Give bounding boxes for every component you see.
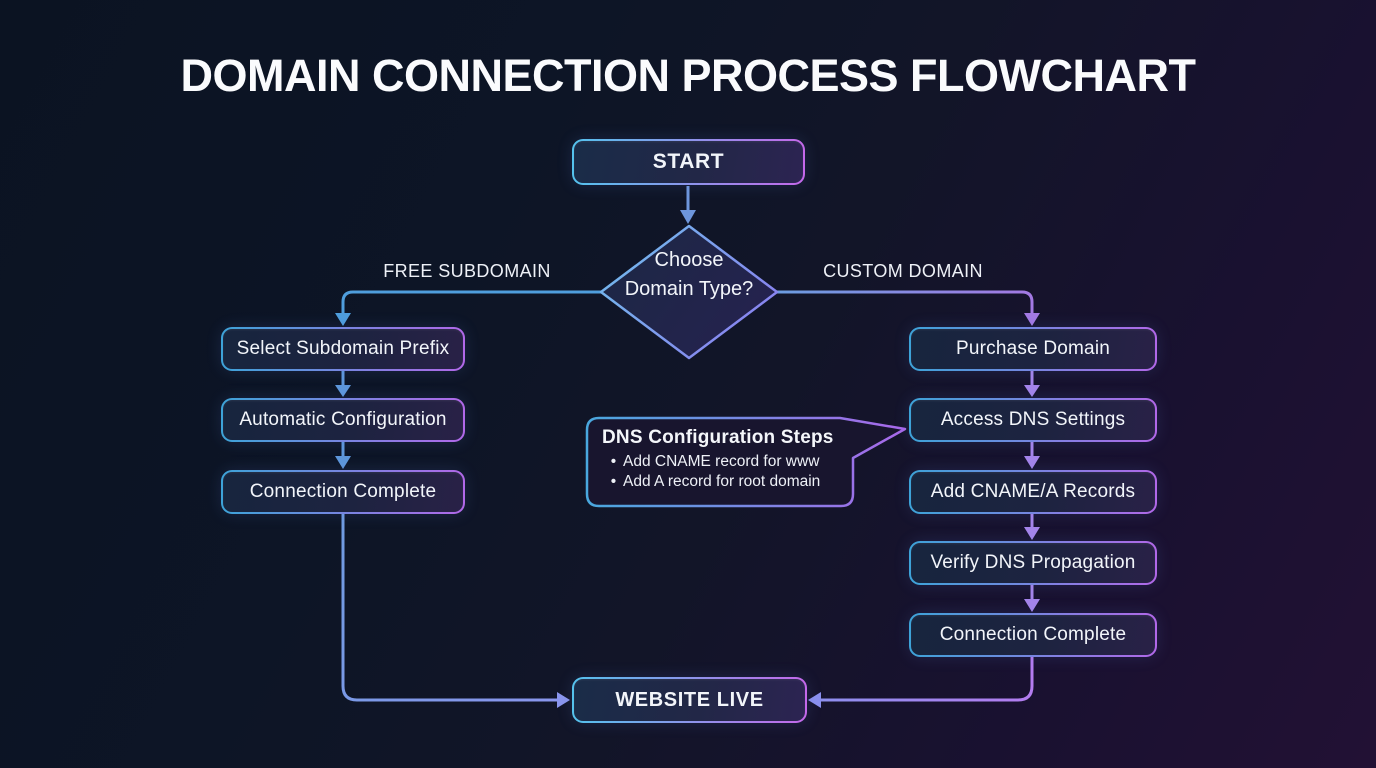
node-access-dns-settings-label: Access DNS Settings — [911, 400, 1155, 440]
node-select-subdomain-prefix: Select Subdomain Prefix — [221, 327, 465, 371]
arrow-start-to-decision — [680, 186, 696, 224]
node-purchase-domain-label: Purchase Domain — [911, 329, 1155, 369]
callout-bullet-text: Add A record for root domain — [623, 473, 821, 490]
arrow-custom-complete-to-website-live — [808, 657, 1034, 708]
callout-bullet-list: • Add CNAME record for www • Add A recor… — [604, 452, 821, 492]
branch-label-free-subdomain: FREE SUBDOMAIN — [383, 261, 551, 281]
callout-bullet-item: • Add CNAME record for www — [604, 452, 820, 472]
node-connection-complete-free-label: Connection Complete — [223, 472, 463, 512]
node-start-label: START — [574, 141, 803, 183]
node-connection-complete-custom-label: Connection Complete — [911, 615, 1155, 655]
arrow-select-to-autoconfig — [335, 371, 351, 397]
decision-diamond-shape — [599, 224, 779, 360]
page-title: DOMAIN CONNECTION PROCESS FLOWCHART — [180, 50, 1196, 101]
arrow-purchase-to-accessdns — [1024, 371, 1040, 397]
callout-bubble-shape — [585, 416, 907, 508]
arrow-autoconfig-to-complete — [335, 442, 351, 469]
node-automatic-configuration: Automatic Configuration — [221, 398, 465, 442]
node-connection-complete-free: Connection Complete — [221, 470, 465, 514]
node-website-live-label: WEBSITE LIVE — [574, 679, 805, 721]
node-decision-label: Choose Domain Type? — [624, 249, 754, 300]
branch-label-custom-domain: CUSTOM DOMAIN — [823, 261, 983, 281]
node-website-live: WEBSITE LIVE — [572, 677, 807, 723]
arrow-free-complete-to-website-live — [341, 514, 570, 708]
node-automatic-configuration-label: Automatic Configuration — [223, 400, 463, 440]
bullet-icon: • — [610, 473, 617, 490]
node-verify-dns-propagation: Verify DNS Propagation — [909, 541, 1157, 585]
node-connection-complete-custom: Connection Complete — [909, 613, 1157, 657]
arrow-accessdns-to-records — [1024, 442, 1040, 469]
bullet-icon: • — [610, 453, 617, 470]
node-start: START — [572, 139, 805, 185]
callout-bullet-text: Add CNAME record for www — [623, 453, 820, 470]
arrow-decision-to-custom-branch — [777, 290, 1040, 326]
callout-bullet-item: • Add A record for root domain — [604, 472, 821, 492]
node-select-subdomain-prefix-label: Select Subdomain Prefix — [223, 329, 463, 369]
callout-title: DNS Configuration Steps — [602, 427, 834, 448]
node-purchase-domain: Purchase Domain — [909, 327, 1157, 371]
arrow-verify-to-complete — [1024, 585, 1040, 612]
node-add-cname-a-records-label: Add CNAME/A Records — [911, 472, 1155, 512]
node-access-dns-settings: Access DNS Settings — [909, 398, 1157, 442]
node-verify-dns-propagation-label: Verify DNS Propagation — [911, 543, 1155, 583]
arrow-records-to-verify — [1024, 514, 1040, 540]
node-add-cname-a-records: Add CNAME/A Records — [909, 470, 1157, 514]
arrow-decision-to-free-branch — [335, 290, 601, 326]
